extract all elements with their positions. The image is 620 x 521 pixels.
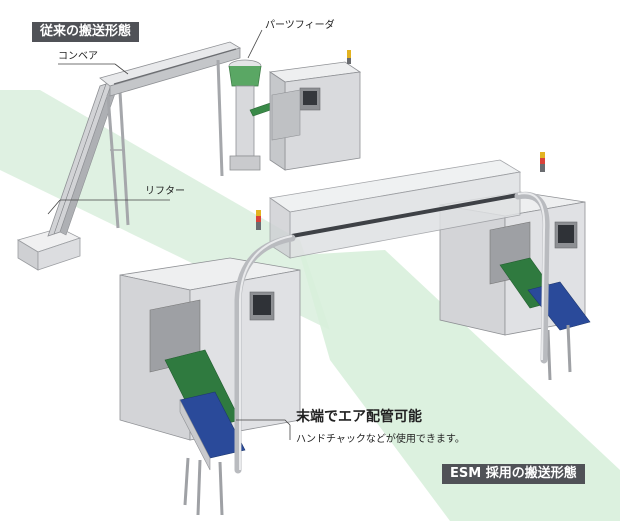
esm-rails-highlight xyxy=(239,192,546,470)
signal-tower-right xyxy=(540,152,545,172)
lifter-legs xyxy=(106,91,130,229)
conveyor-label: コンベア xyxy=(58,51,98,62)
callout-title: 末端でエア配管可能 xyxy=(296,409,422,425)
callout-subtitle: ハンドチャックなどが使用できます。 xyxy=(296,434,465,445)
esm-title: ESM 採用の搬送形態 xyxy=(442,464,585,484)
parts-feeder-label: パーツフィーダ xyxy=(265,20,335,31)
lifter-label: リフター xyxy=(145,186,185,197)
parts-feeder xyxy=(228,59,262,171)
esm-bridge xyxy=(268,159,522,259)
top-conveyor xyxy=(99,41,241,97)
machine-conventional xyxy=(268,61,362,171)
left-output-conveyor xyxy=(164,349,246,471)
conveyor-right-leg xyxy=(216,59,224,177)
signal-tower-conventional xyxy=(347,50,351,64)
lifter-incline xyxy=(47,81,119,237)
leader-lines xyxy=(47,29,291,440)
floor-band-right xyxy=(300,250,620,521)
conventional-title: 従来の搬送形態 xyxy=(32,22,140,42)
left-stand xyxy=(183,457,224,516)
signal-tower-left xyxy=(256,210,261,230)
right-stand xyxy=(546,324,572,381)
